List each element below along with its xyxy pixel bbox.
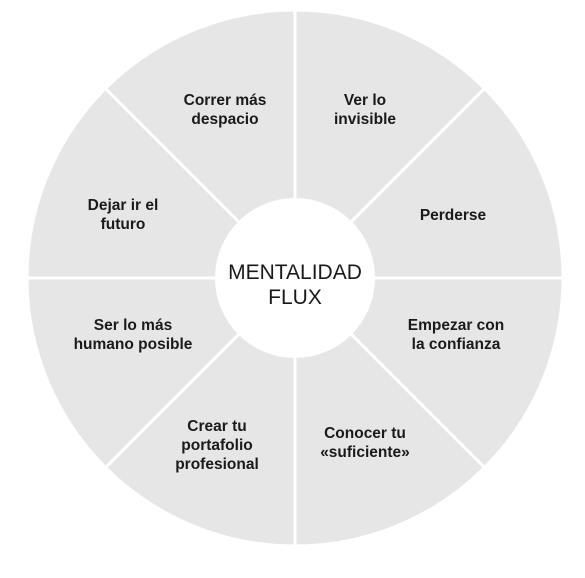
segment-label-perderse: Perderse bbox=[419, 207, 487, 224]
wheel-segment bbox=[291, 86, 565, 280]
segment-label-ver-lo-invisible: Ver lo invisible bbox=[333, 92, 397, 128]
center-title: MENTALIDAD FLUX bbox=[228, 261, 362, 309]
wheel-segments bbox=[25, 8, 565, 548]
wheel-segment bbox=[25, 276, 299, 470]
segment-label-ser-lo-mas-humano-posible: Ser lo más humano posible bbox=[73, 317, 193, 353]
wheel-segment bbox=[103, 274, 297, 548]
center-hub bbox=[215, 198, 375, 358]
wheel-segment bbox=[293, 8, 487, 282]
segment-label-crear-tu-portafolio-profesional: Crear tu portafolio profesional bbox=[175, 418, 259, 473]
segment-label-dejar-ir-el-futuro: Dejar ir el futuro bbox=[87, 197, 159, 233]
wheel-segment bbox=[103, 8, 297, 282]
wheel-segment bbox=[293, 274, 487, 548]
segment-label-conocer-tu-suficiente: Conocer tu «suficiente» bbox=[320, 425, 410, 461]
wheel-segment bbox=[25, 86, 299, 280]
segment-label-correr-mas-despacio: Correr más despacio bbox=[183, 92, 267, 128]
wheel-segment bbox=[291, 276, 565, 470]
segment-label-empezar-con-la-confianza: Empezar con la confianza bbox=[407, 317, 505, 353]
